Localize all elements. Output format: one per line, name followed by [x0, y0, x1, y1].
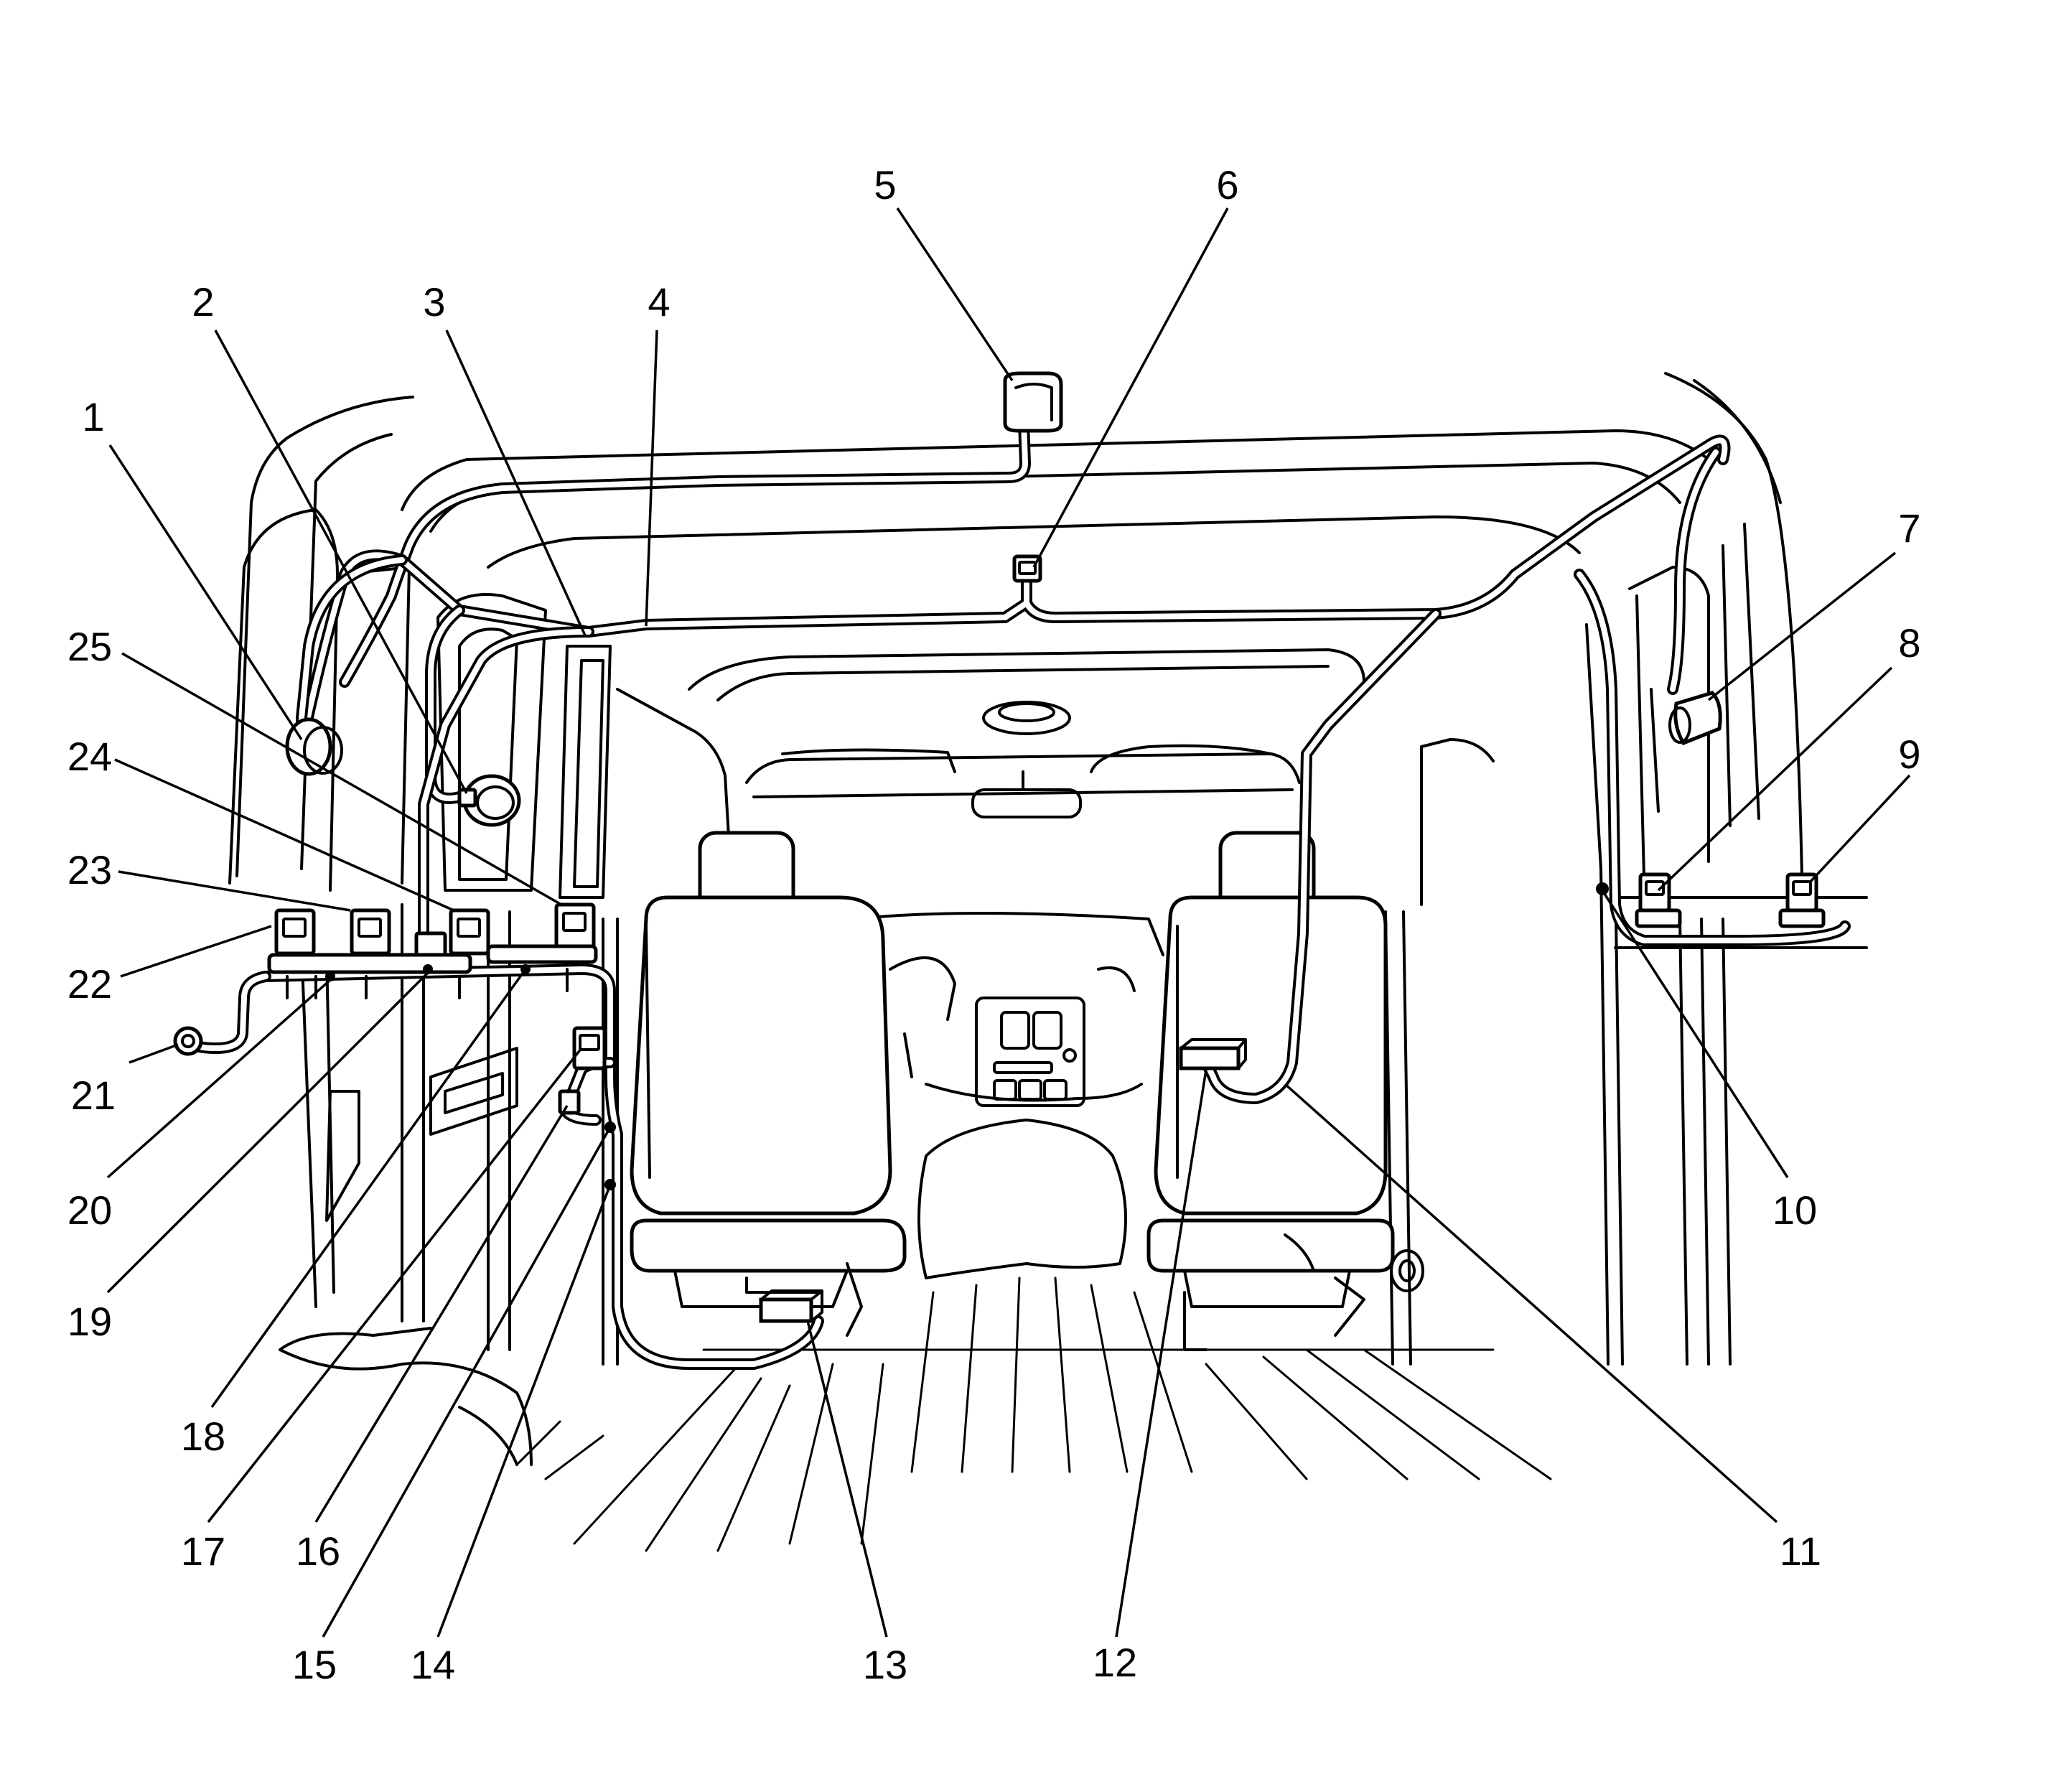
callout-numbers: 1 2 3 4 5 6 7 8 9 10 11 12 13 14 15 16 1…	[67, 162, 1921, 1687]
callout-1: 1	[82, 394, 104, 439]
callout-9: 9	[1898, 732, 1920, 777]
callout-24: 24	[67, 734, 112, 779]
callout-20: 20	[67, 1187, 112, 1233]
left-front-seat	[630, 831, 907, 1337]
leader-lines	[106, 207, 1911, 1638]
callout-8: 8	[1898, 620, 1920, 666]
right-front-seat	[1146, 831, 1395, 1351]
callout-7: 7	[1898, 505, 1920, 551]
left-connector-cluster	[267, 902, 598, 999]
callout-22: 22	[67, 961, 112, 1007]
right-connector-cluster	[1635, 872, 1826, 928]
callout-14: 14	[411, 1642, 455, 1687]
callout-16: 16	[296, 1529, 340, 1574]
callout-10: 10	[1772, 1187, 1817, 1233]
callout-2: 2	[192, 279, 214, 325]
callout-19: 19	[67, 1299, 112, 1344]
component-parts	[173, 371, 1826, 1323]
callout-3: 3	[423, 279, 445, 325]
callout-5: 5	[874, 162, 896, 207]
callout-12: 12	[1093, 1640, 1137, 1685]
callout-23: 23	[67, 847, 112, 892]
callout-11: 11	[1780, 1529, 1821, 1574]
vehicle-body	[228, 372, 1868, 1552]
callout-15: 15	[292, 1642, 337, 1687]
callout-6: 6	[1216, 162, 1238, 207]
callout-4: 4	[648, 279, 670, 325]
callout-18: 18	[181, 1414, 225, 1459]
callout-13: 13	[863, 1642, 907, 1687]
callout-25: 25	[67, 624, 112, 669]
speaker-wiring-harness	[182, 396, 1851, 1370]
callout-21: 21	[71, 1073, 116, 1118]
callout-17: 17	[181, 1529, 225, 1574]
